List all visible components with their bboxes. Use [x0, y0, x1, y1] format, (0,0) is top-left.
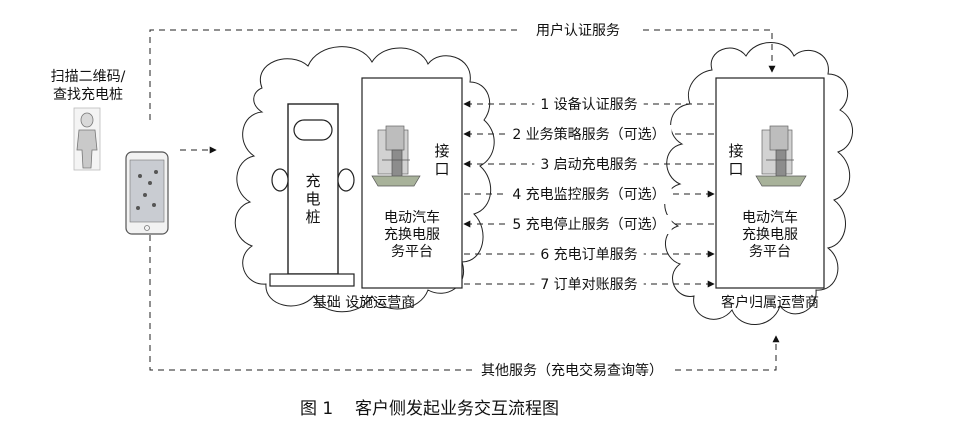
figure-title: 客户侧发起业务交互流程图: [355, 399, 559, 419]
right-interface-2: 口: [728, 160, 743, 178]
user-label-line1: 扫描二维码/: [51, 69, 126, 85]
service-label-bg-4: [506, 186, 672, 204]
service-label-bg-2: [506, 125, 672, 144]
charger-label-1: 充: [305, 172, 320, 190]
left-interface-2: 口: [434, 160, 449, 178]
left-platform-name-3: 务平台: [391, 244, 433, 260]
service-label-5: 5 充电停止服务（可选）: [512, 216, 665, 233]
infrastructure-cloud: [234, 46, 495, 313]
other-services-link: [149, 235, 780, 371]
charger-label-2: 电: [305, 190, 320, 208]
service-label-2: 2 业务策略服务（可选）: [512, 126, 665, 143]
left-platform-name-1: 电动汽车: [384, 209, 440, 226]
left-platform-name-2: 充换电服: [384, 226, 440, 243]
customer-operator-label: 客户归属运营商: [721, 294, 819, 311]
charger-label-3: 桩: [305, 208, 320, 226]
smartphone-icon: [125, 151, 169, 235]
right-platform-name-2: 充换电服: [742, 226, 798, 243]
service-label-6: 6 充电订单服务: [540, 247, 637, 263]
service-label-bg-7: [534, 276, 644, 294]
service-label-1: 1 设备认证服务: [540, 96, 637, 113]
infrastructure-operator-label: 基础 设施运营商: [313, 294, 415, 311]
left-interface-1: 接: [434, 142, 449, 160]
user-label-line2: 查找充电桩: [53, 86, 123, 103]
service-label-4: 4 充电监控服务（可选）: [512, 187, 665, 203]
person-icon: [73, 107, 101, 171]
right-platform-name-3: 务平台: [749, 244, 791, 260]
right-interface-1: 接: [728, 142, 743, 160]
customer-operator-cloud: [664, 42, 853, 325]
server-icon-left: [371, 125, 421, 187]
charging-pile: [269, 103, 355, 287]
service-label-bg-6: [534, 246, 644, 264]
right-platform-name-1: 电动汽车: [742, 209, 798, 226]
service-label-bg-3: [534, 156, 644, 174]
service-label-bg-1: [534, 95, 644, 114]
service-arrows: 1 设备认证服务 2 业务策略服务（可选） 3 启动充电服务 4 充电监控服务（可选）…: [463, 95, 715, 294]
service-label-7: 7 订单对账服务: [540, 277, 637, 293]
other-services-label: 其他服务（充电交易查询等）: [481, 362, 663, 379]
server-icon-right: [755, 125, 807, 187]
figure-number: 图 1: [300, 399, 333, 419]
service-label-3: 3 启动充电服务: [540, 157, 637, 173]
user-auth-link: [149, 29, 776, 120]
service-label-bg-5: [506, 215, 672, 234]
user-auth-label: 用户认证服务: [536, 22, 620, 39]
